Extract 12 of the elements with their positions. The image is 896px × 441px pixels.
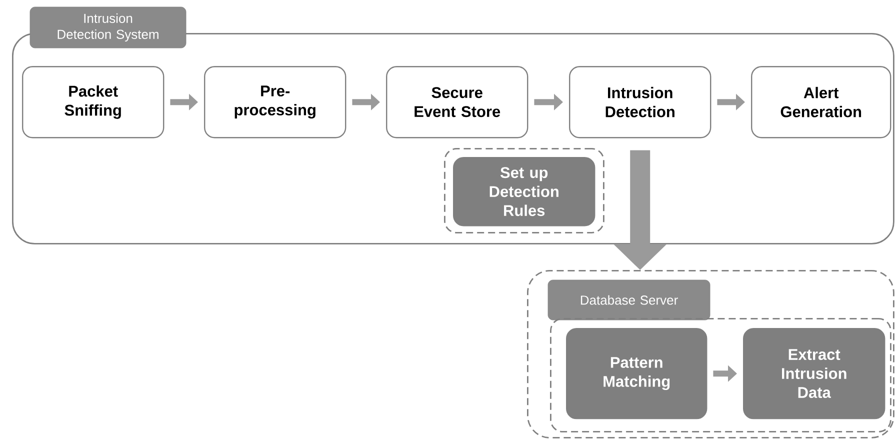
step-box: Pattern Matching xyxy=(566,328,708,420)
title-tab: Intrusion Detection System xyxy=(30,6,186,48)
process-box: Secure Event Store xyxy=(386,66,528,138)
title-tab: Database Server xyxy=(548,280,710,320)
process-box: Alert Generation xyxy=(751,66,892,138)
process-box: Packet Sniffing xyxy=(22,66,164,138)
dashed-frame xyxy=(550,318,892,432)
dashed-frame xyxy=(444,148,604,234)
step-box: Extract Intrusion Data xyxy=(743,328,886,420)
step-box: Set up Detection Rules xyxy=(453,157,596,226)
process-box: Pre-processing xyxy=(204,66,346,138)
process-box: Intrusion Detection xyxy=(569,66,712,138)
